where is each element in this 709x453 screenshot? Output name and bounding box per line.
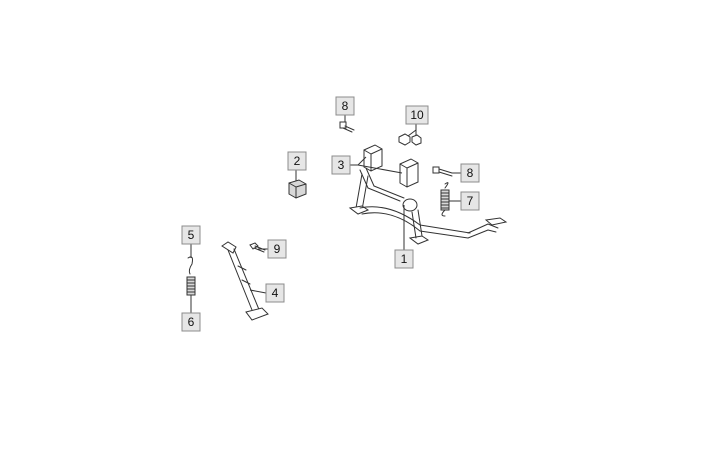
part-10-nut xyxy=(398,133,422,146)
callout-6-label: 6 xyxy=(188,315,195,329)
callout-8-top-label: 8 xyxy=(342,99,349,113)
callout-5-label: 5 xyxy=(188,228,195,242)
callout-4-label: 4 xyxy=(272,286,279,300)
callout-1: 1 xyxy=(394,249,414,269)
part-6-spring xyxy=(186,276,196,296)
part-4-side-stand xyxy=(221,241,269,321)
callout-6: 6 xyxy=(181,312,201,332)
callout-7: 7 xyxy=(460,191,480,211)
callout-3: 3 xyxy=(331,155,351,175)
callout-8-right: 8 xyxy=(460,163,480,183)
callout-9: 9 xyxy=(267,239,287,259)
part-5-spring-hook xyxy=(187,256,193,275)
part-9-small-bolt xyxy=(249,242,266,253)
leader-lines xyxy=(190,115,461,313)
part-2-rubber-block xyxy=(288,179,307,199)
part-7-spring xyxy=(440,182,450,217)
callout-4: 4 xyxy=(265,283,285,303)
callout-1-label: 1 xyxy=(401,252,408,266)
callout-10: 10 xyxy=(405,105,429,125)
callout-7-label: 7 xyxy=(467,194,474,208)
callout-8-top: 8 xyxy=(335,96,355,116)
callout-3-label: 3 xyxy=(338,158,345,172)
callout-5: 5 xyxy=(181,225,201,245)
part-8-bolt-right xyxy=(432,166,453,177)
callout-10-label: 10 xyxy=(410,108,424,122)
callout-2-label: 2 xyxy=(294,154,301,168)
callout-9-label: 9 xyxy=(274,242,281,256)
part-8-bolt-top xyxy=(339,121,355,133)
callout-2: 2 xyxy=(287,151,307,171)
callout-8-right-label: 8 xyxy=(467,166,474,180)
part-3-main-stand xyxy=(348,144,508,245)
